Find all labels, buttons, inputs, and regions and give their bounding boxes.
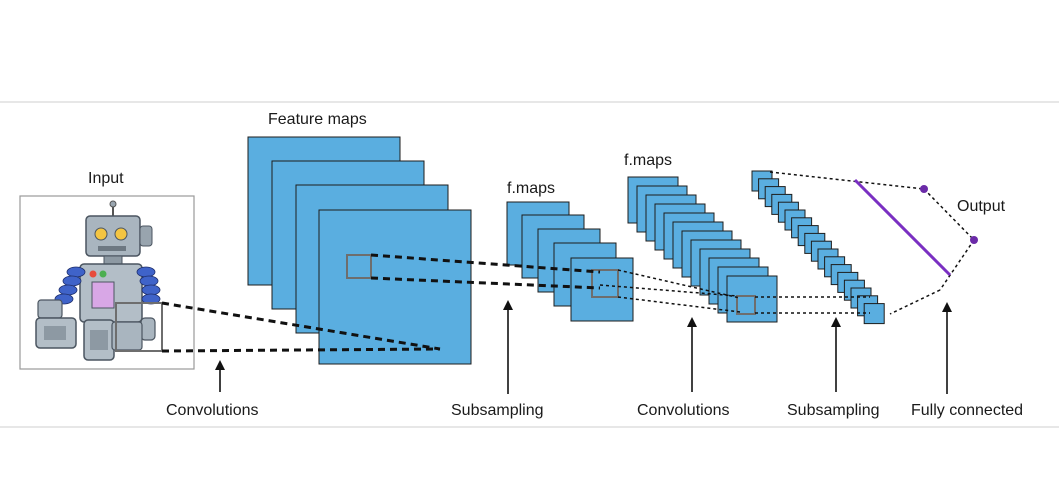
fmap-2-window <box>736 295 756 315</box>
conv1-projection-line <box>161 347 441 353</box>
fully-connected-layer-line <box>853 178 952 277</box>
robot-toy-icon <box>35 200 161 361</box>
fmaps-2-stack <box>627 176 778 323</box>
output-label: Output <box>957 198 1006 215</box>
convolutions-2-label: Convolutions <box>637 402 730 419</box>
feature-map-window <box>346 254 372 279</box>
fc-connection-line <box>889 289 941 315</box>
conv2-projection-line <box>617 269 741 299</box>
arrow-subsampling-1 <box>503 300 513 394</box>
fmap-2 <box>726 275 778 323</box>
conv2-projection-line <box>617 296 741 313</box>
feature-map <box>318 209 472 365</box>
subsample1-projection-line <box>370 253 601 274</box>
input-label: Input <box>88 170 124 187</box>
subsample-2-stack <box>751 170 885 325</box>
arrow-convolutions-2 <box>687 317 697 392</box>
arrow-subsampling-2 <box>831 317 841 392</box>
input-receptive-window <box>115 302 163 352</box>
fmaps-1-stack <box>506 201 634 322</box>
subsample1-projection-line <box>370 276 601 290</box>
fc-connection-line <box>939 239 975 291</box>
fmap-1-window <box>591 269 619 298</box>
output-node <box>970 236 978 244</box>
subsampling-2-label: Subsampling <box>787 402 880 419</box>
feature-maps-stack <box>247 136 472 365</box>
arrow-fully-connected <box>942 302 952 394</box>
fully-connected-label: Fully connected <box>911 402 1023 419</box>
output-node <box>920 185 928 193</box>
fmaps-1-label: f.maps <box>507 180 555 197</box>
arrow-convolutions-1 <box>215 360 225 392</box>
fmap-1 <box>570 257 634 322</box>
subsampling-1-label: Subsampling <box>451 402 544 419</box>
conv2-projection-line <box>599 284 738 297</box>
subsample-2-map <box>863 303 885 325</box>
fc-connection-line <box>769 171 925 190</box>
fmaps-2-label: f.maps <box>624 152 672 169</box>
convolutions-1-label: Convolutions <box>166 402 259 419</box>
feature-maps-label: Feature maps <box>268 111 367 128</box>
conv1-projection-line <box>161 301 441 351</box>
